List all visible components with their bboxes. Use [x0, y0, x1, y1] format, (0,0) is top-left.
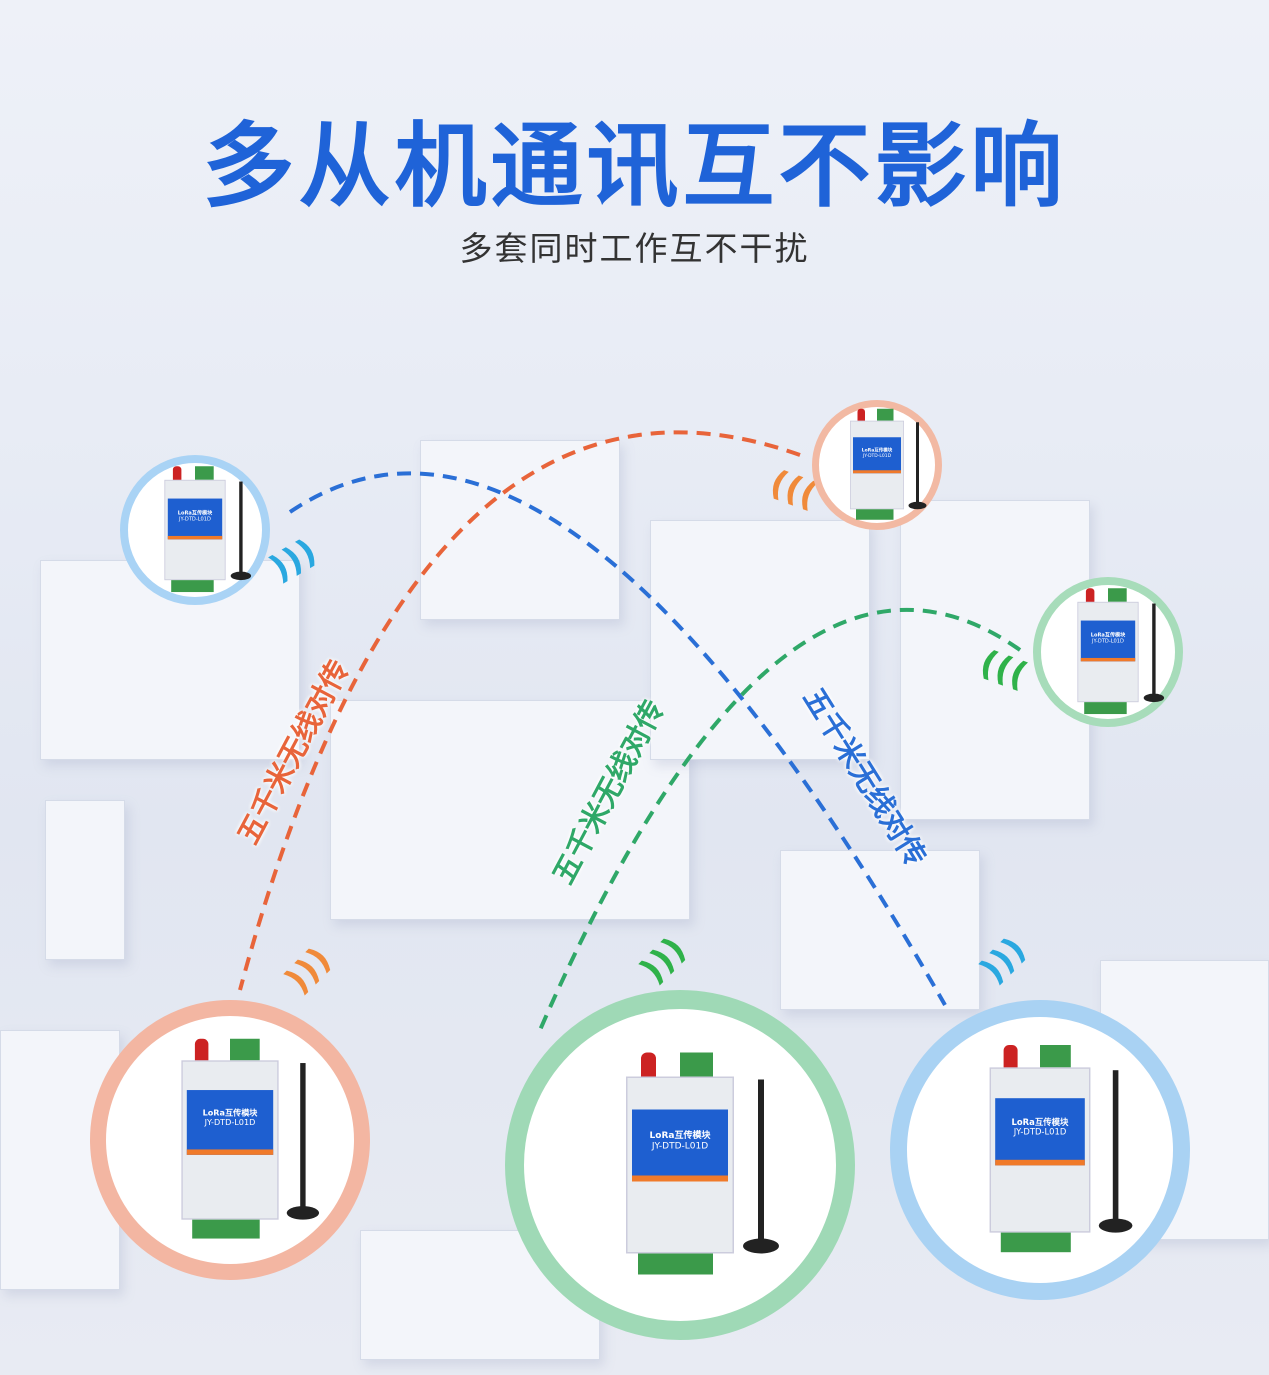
antenna-icon	[239, 481, 243, 576]
antenna-base	[230, 571, 252, 581]
antenna-icon	[1152, 603, 1156, 698]
device-model: JY-DTD-L01D	[204, 1118, 256, 1128]
device-top-left: LoRa互传模块 JY-DTD-L01D	[120, 455, 270, 605]
page-title: 多从机通讯互不影响	[202, 113, 1067, 220]
lora-module-device: LoRa互传模块 JY-DTD-L01D	[989, 1045, 1133, 1255]
device-panel-title: LoRa互传模块	[202, 1108, 258, 1119]
lora-module-device: LoRa互传模块 JY-DTD-L01D	[850, 408, 927, 522]
terminal-block	[638, 1253, 713, 1275]
device-bottom-left: LoRa互传模块 JY-DTD-L01D	[90, 1000, 370, 1280]
terminal-block	[230, 1038, 260, 1061]
device-panel-title: LoRa互传模块	[1011, 1117, 1069, 1128]
device-model: JY-DTD-L01D	[1092, 638, 1124, 645]
green-link-arc	[538, 607, 1022, 1031]
antenna-icon	[758, 1079, 764, 1245]
device-bottom-middle: LoRa互传模块 JY-DTD-L01D	[505, 990, 855, 1340]
antenna-base	[286, 1206, 320, 1220]
device-panel: LoRa互传模块 JY-DTD-L01D	[995, 1098, 1085, 1166]
device-panel: LoRa互传模块 JY-DTD-L01D	[1080, 620, 1136, 662]
device-top-right: LoRa互传模块 JY-DTD-L01D	[812, 400, 942, 530]
antenna-icon	[916, 422, 919, 505]
device-bottom-right: LoRa互传模块 JY-DTD-L01D	[890, 1000, 1190, 1300]
terminal-block	[171, 580, 214, 593]
blue-link-arc	[288, 471, 947, 1006]
device-model: JY-DTD-L01D	[862, 453, 892, 459]
device-panel: LoRa互传模块 JY-DTD-L01D	[632, 1109, 728, 1182]
lora-module-device: LoRa互传模块 JY-DTD-L01D	[181, 1038, 320, 1242]
terminal-block	[877, 408, 894, 421]
device-panel-title: LoRa互传模块	[177, 510, 213, 517]
device-panel-title: LoRa互传模块	[1090, 632, 1126, 639]
terminal-block	[1084, 702, 1127, 715]
terminal-block	[195, 466, 214, 480]
device-panel: LoRa互传模块 JY-DTD-L01D	[853, 437, 901, 474]
antenna-icon	[1112, 1070, 1119, 1225]
antenna-base	[1143, 693, 1165, 703]
device-panel: LoRa互传模块 JY-DTD-L01D	[167, 498, 223, 540]
terminal-block	[856, 509, 894, 520]
page-subtitle: 多套同时工作互不干扰	[459, 229, 810, 268]
antenna-base	[908, 501, 927, 510]
terminal-block	[1040, 1045, 1071, 1068]
terminal-block	[680, 1052, 713, 1077]
device-right: LoRa互传模块 JY-DTD-L01D	[1033, 577, 1183, 727]
device-model: JY-DTD-L01D	[179, 516, 211, 523]
device-panel-title: LoRa互传模块	[861, 447, 893, 453]
terminal-block	[1108, 588, 1127, 602]
antenna-connector	[172, 466, 182, 485]
antenna-icon	[300, 1063, 306, 1212]
antenna-base	[1098, 1218, 1133, 1233]
lora-module-device: LoRa互传模块 JY-DTD-L01D	[164, 466, 252, 594]
antenna-base	[743, 1238, 779, 1254]
orange-link-arc	[238, 430, 801, 991]
device-model: JY-DTD-L01D	[1013, 1127, 1067, 1138]
terminal-block	[1000, 1232, 1071, 1253]
device-model: JY-DTD-L01D	[651, 1141, 709, 1152]
terminal-block	[192, 1219, 260, 1239]
antenna-connector	[1085, 588, 1095, 607]
device-panel: LoRa互传模块 JY-DTD-L01D	[186, 1090, 274, 1155]
antenna-connector	[857, 408, 865, 426]
lora-module-device: LoRa互传模块 JY-DTD-L01D	[1077, 588, 1165, 716]
device-panel-title: LoRa互传模块	[649, 1130, 711, 1142]
lora-module-device: LoRa互传模块 JY-DTD-L01D	[626, 1052, 779, 1278]
